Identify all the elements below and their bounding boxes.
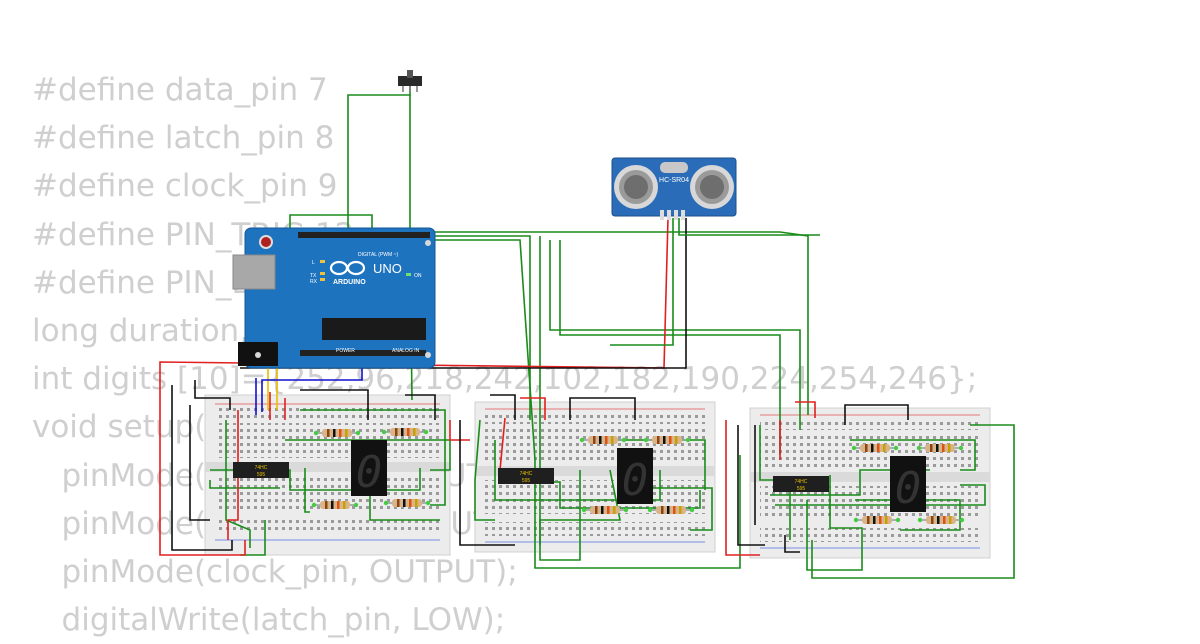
segment-2-digit: 0 <box>622 455 649 506</box>
resistor <box>313 429 361 437</box>
ultrasonic-sensor: HC-SR04 <box>611 157 737 220</box>
segment-3-digit: 0 <box>895 463 922 514</box>
code-line: pinMode(clock_pin, OUTPUT); <box>32 553 518 590</box>
resistor <box>311 501 359 509</box>
seven-segment-1: 0 <box>351 440 387 498</box>
arduino-digital-label: DIGITAL (PWM ~) <box>358 252 398 258</box>
resistor <box>917 516 965 524</box>
resistor <box>851 444 899 452</box>
seven-segment-3: 0 <box>890 456 926 514</box>
resistor <box>853 516 901 524</box>
shift-register-1: 74HC 595 <box>233 462 289 478</box>
code-line: #define latch_pin 8 <box>32 120 335 157</box>
seven-segment-2: 0 <box>617 448 653 506</box>
arduino-logo-icon <box>329 260 366 276</box>
code-line: #define data_pin 7 <box>32 72 328 108</box>
green-wires <box>209 85 1015 579</box>
arduino-uno: UNO ARDUINO DIGITAL (PWM ~) POWER ANALOG… <box>232 227 436 369</box>
code-line: #define clock_pin 9 <box>32 168 338 205</box>
red-wires <box>159 217 816 556</box>
arduino-model: UNO <box>373 261 402 276</box>
arduino-analog-label: ANALOG IN <box>392 348 420 354</box>
arduino-on-label: ON <box>414 273 422 279</box>
segment-1-digit: 0 <box>356 447 383 498</box>
circuit-diagram: HC-SR04 UNO ARDUINO DIGITAL (PWM ~) POWE… <box>159 70 1015 579</box>
code-line: void setup() { <box>32 409 248 446</box>
chip-1-top-label: 74HC <box>255 465 268 471</box>
shift-register-2: 74HC 595 <box>498 468 554 484</box>
chip-2-bottom-label: 595 <box>522 478 531 484</box>
arduino-power-label: POWER <box>336 348 355 354</box>
arduino-rx-label: RX <box>310 279 318 285</box>
chip-3-top-label: 74HC <box>795 479 808 485</box>
arduino-brand: ARDUINO <box>333 279 366 286</box>
chip-3-bottom-label: 595 <box>797 486 806 492</box>
arduino-l-label: L <box>312 260 315 266</box>
resistor <box>916 444 964 452</box>
chip-1-bottom-label: 595 <box>257 472 266 478</box>
resistor <box>579 436 627 444</box>
resistor <box>381 428 429 436</box>
shift-register-3: 74HC 595 <box>773 476 829 492</box>
resistor <box>643 436 691 444</box>
resistor <box>647 506 695 514</box>
resistor <box>383 499 431 507</box>
resistors <box>311 428 965 524</box>
arduino-tx-label: TX <box>310 273 317 279</box>
sensor-label: HC-SR04 <box>659 177 689 184</box>
resistor <box>581 506 629 514</box>
slide-switch[interactable] <box>398 70 422 92</box>
chip-2-top-label: 74HC <box>520 471 533 477</box>
